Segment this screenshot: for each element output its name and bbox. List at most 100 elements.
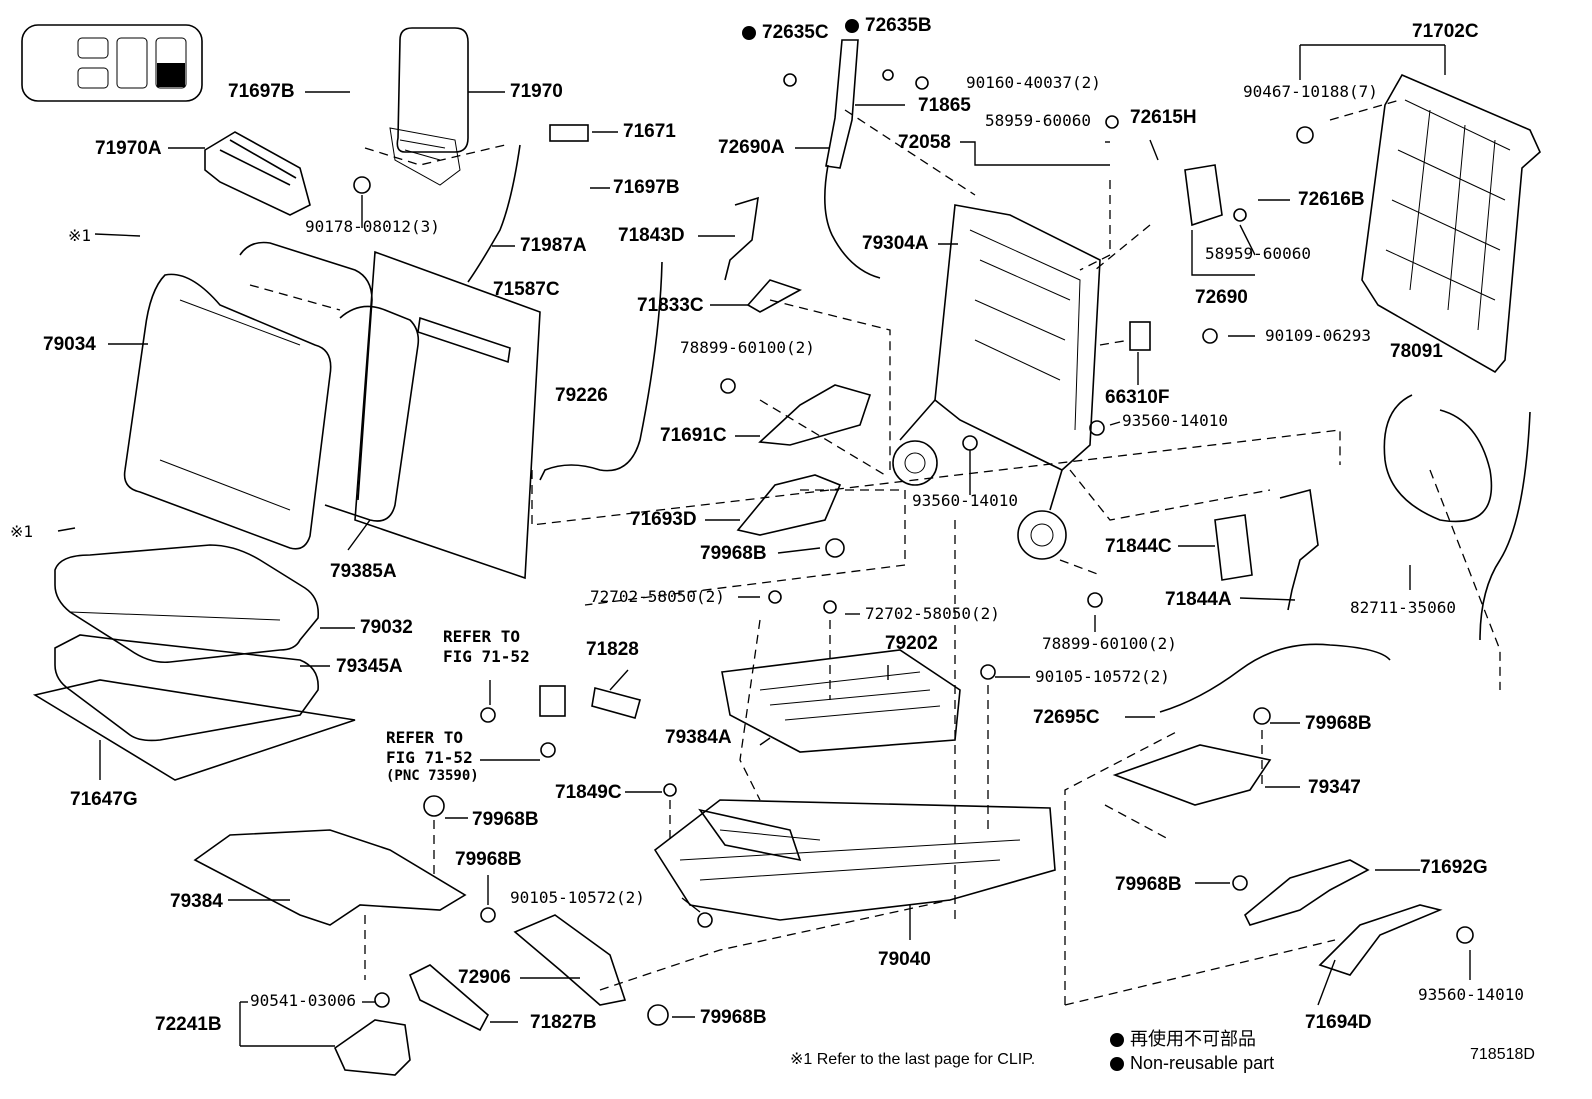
cover-71692G bbox=[1243, 859, 1370, 926]
part-label-90105-a: 90105-10572(2) bbox=[1035, 667, 1170, 686]
part-label-90105-b: 90105-10572(2) bbox=[510, 888, 645, 907]
part-label-79968B-d: 79968B bbox=[455, 849, 522, 870]
part-label-72616B: 72616B bbox=[1298, 189, 1365, 210]
cover-71844C bbox=[1214, 514, 1253, 581]
part-label-79968B-f: 79968B bbox=[700, 1007, 767, 1028]
clip-66310F bbox=[1129, 321, 1151, 351]
cable-71987A bbox=[467, 144, 521, 283]
part-label-72690A: 72690A bbox=[718, 137, 785, 158]
headrest bbox=[389, 27, 469, 186]
cover-71693D bbox=[736, 474, 842, 536]
part-label-93560-a: 93560-14010 bbox=[912, 491, 1018, 510]
part-label-72635C: 72635C bbox=[742, 23, 829, 42]
legend-jp: 再使用不可部品 bbox=[1110, 1030, 1256, 1048]
part-label-78899-b: 78899-60100(2) bbox=[1042, 634, 1177, 653]
non-reusable-dot bbox=[845, 18, 859, 33]
back-board bbox=[1361, 73, 1541, 374]
part-label-71970: 71970 bbox=[510, 81, 563, 102]
part-label-79384A: 79384A bbox=[665, 727, 732, 748]
part-label-72690: 72690 bbox=[1195, 287, 1248, 308]
plate-79347 bbox=[1112, 744, 1272, 806]
seat-cushion bbox=[54, 544, 320, 664]
bracket-72690 bbox=[1184, 164, 1223, 227]
part-label-71587C: 71587C bbox=[493, 279, 560, 300]
non-reusable-dot bbox=[742, 25, 756, 40]
part-label-72695C: 72695C bbox=[1033, 707, 1100, 728]
cover-71844A bbox=[1279, 488, 1319, 611]
part-label-71693D: 71693D bbox=[630, 509, 697, 530]
part-label-79968B-b: 79968B bbox=[1305, 713, 1372, 734]
seat-position-icon bbox=[21, 24, 203, 102]
part-label-71844C: 71844C bbox=[1105, 536, 1172, 557]
cover-72906 bbox=[513, 914, 627, 1006]
part-label-71849C: 71849C bbox=[555, 782, 622, 803]
part-label-71691C: 71691C bbox=[660, 425, 727, 446]
part-label-93560-c: 93560-14010 bbox=[1418, 985, 1524, 1004]
seat-back bbox=[123, 241, 420, 550]
part-label-90160: 90160-40037(2) bbox=[966, 73, 1101, 92]
part-label-79968B-e: 79968B bbox=[1115, 874, 1182, 895]
part-label-71844A: 71844A bbox=[1165, 589, 1232, 610]
back-cover-sheet bbox=[354, 250, 541, 580]
clip-mark-1: ※1 bbox=[68, 226, 92, 245]
part-label-71697B-2: 71697B bbox=[613, 177, 680, 198]
cover-72241B bbox=[333, 1019, 411, 1076]
part-label-79385A: 79385A bbox=[330, 561, 397, 582]
part-label-71833C: 71833C bbox=[637, 295, 704, 316]
dashed-lines bbox=[249, 99, 1501, 1006]
part-label-58959-b: 58959-60060 bbox=[1205, 244, 1311, 263]
part-label-79304A: 79304A bbox=[862, 233, 929, 254]
refer-note-2-line3: (PNC 73590) bbox=[386, 768, 479, 784]
part-label-71697B: 71697B bbox=[228, 81, 295, 102]
headrest-bezel bbox=[204, 131, 311, 216]
leader-lines bbox=[57, 44, 1471, 1047]
part-label-71987A: 71987A bbox=[520, 235, 587, 256]
cover-71843D bbox=[724, 196, 759, 281]
cover-71694D bbox=[1318, 904, 1443, 976]
part-label-79384: 79384 bbox=[170, 891, 223, 912]
part-label-82711: 82711-35060 bbox=[1350, 598, 1456, 617]
refer-note-2: REFER TO FIG 71-52 (PNC 73590) bbox=[386, 728, 479, 786]
refer-note-1-line1: REFER TO bbox=[443, 627, 521, 646]
cable-72695C bbox=[1159, 643, 1391, 713]
legend-en: Non-reusable part bbox=[1110, 1054, 1274, 1072]
part-label-78899-a: 78899-60100(2) bbox=[680, 338, 815, 357]
part-label-79968B-c: 79968B bbox=[472, 809, 539, 830]
cover-71833C bbox=[746, 279, 802, 313]
part-label-93560-b: 93560-14010 bbox=[1122, 411, 1228, 430]
part-label-71647G: 71647G bbox=[70, 789, 138, 810]
cable-79226 bbox=[539, 261, 663, 481]
part-label-78091: 78091 bbox=[1390, 341, 1443, 362]
part-label-71694D: 71694D bbox=[1305, 1012, 1372, 1033]
part-label-71828: 71828 bbox=[586, 639, 639, 660]
cable-78091-b bbox=[1479, 411, 1531, 641]
part-label-79032: 79032 bbox=[360, 617, 413, 638]
part-label-71865: 71865 bbox=[918, 95, 971, 116]
part-label-71970A: 71970A bbox=[95, 138, 162, 159]
refer-note-1-line2: FIG 71-52 bbox=[443, 647, 530, 666]
lever-arm-72690A bbox=[825, 39, 859, 169]
part-label-72702-b: 72702-58050(2) bbox=[865, 604, 1000, 623]
fasteners bbox=[353, 69, 1474, 1026]
non-reusable-dot bbox=[1110, 1033, 1124, 1048]
part-label-79968B-a: 79968B bbox=[700, 543, 767, 564]
part-label-90541: 90541-03006 bbox=[250, 991, 356, 1010]
base-sheet bbox=[32, 679, 356, 781]
part-label-58959-a: 58959-60060 bbox=[985, 111, 1091, 130]
part-label-79034: 79034 bbox=[43, 334, 96, 355]
part-label-71692G: 71692G bbox=[1420, 857, 1488, 878]
part-label-79345A: 79345A bbox=[336, 656, 403, 677]
part-label-79202: 79202 bbox=[885, 633, 938, 654]
cable-78091 bbox=[1383, 394, 1493, 523]
part-label-79040: 79040 bbox=[878, 949, 931, 970]
figure-code: 718518D bbox=[1470, 1046, 1535, 1063]
non-reusable-dot bbox=[1110, 1057, 1124, 1072]
cover-79384 bbox=[193, 829, 467, 926]
part-label-71702C: 71702C bbox=[1412, 21, 1479, 42]
part-label-79226: 79226 bbox=[555, 385, 608, 406]
clip-mark-2: ※1 bbox=[10, 522, 34, 541]
part-label-66310F: 66310F bbox=[1105, 387, 1170, 408]
part-label-71843D: 71843D bbox=[618, 225, 685, 246]
part-label-72058: 72058 bbox=[898, 132, 951, 153]
